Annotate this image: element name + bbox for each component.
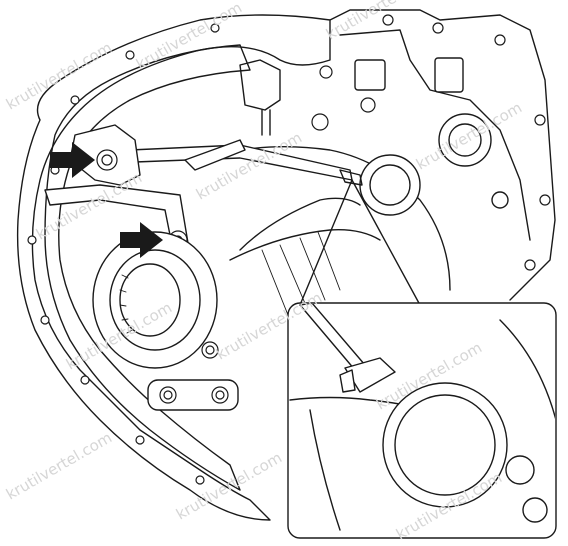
svg-text:krutilvertel.com: krutilvertel.com <box>3 428 115 503</box>
detail-inset <box>287 302 557 539</box>
svg-text:krutilvertel.com: krutilvertel.com <box>323 0 435 43</box>
housing-flange <box>16 14 331 521</box>
svg-text:krutilvertel.com: krutilvertel.com <box>3 38 115 113</box>
svg-text:krutilvertel.com: krutilvertel.com <box>133 0 245 73</box>
inset-leader <box>299 179 421 306</box>
upper-casing <box>239 9 556 301</box>
lower-plate <box>147 379 239 411</box>
arrow-lower-bolt <box>120 222 163 258</box>
bearing-retainer <box>92 231 219 369</box>
output-bearing <box>339 154 421 216</box>
arrow-upper-bolt <box>50 142 95 178</box>
